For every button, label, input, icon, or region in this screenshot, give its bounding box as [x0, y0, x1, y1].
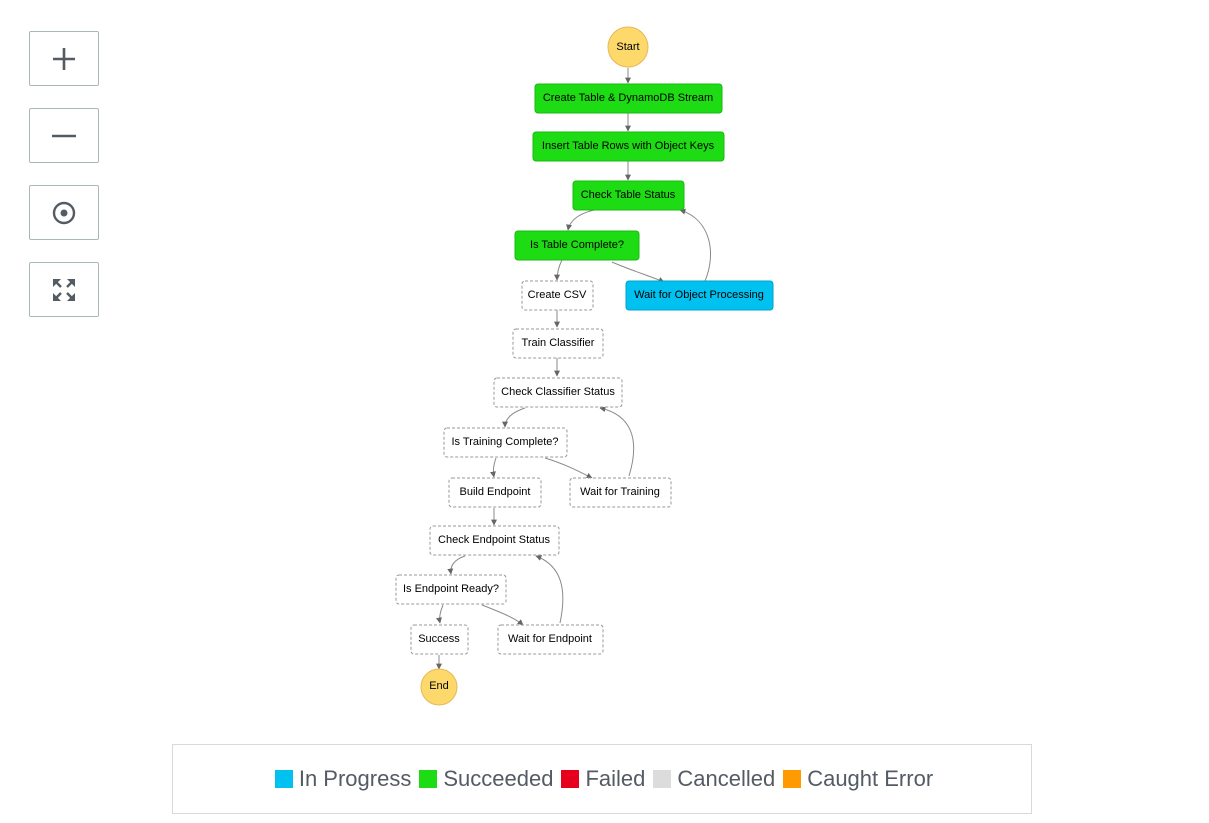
edge	[502, 407, 526, 428]
node-label: End	[429, 680, 449, 692]
legend-item-in-progress: In Progress	[271, 766, 412, 792]
legend-item-succeeded: Succeeded	[415, 766, 553, 792]
node-label: Wait for Object Processing	[634, 289, 764, 301]
state-wait-for-endpoint[interactable]: Wait for Endpoint	[497, 624, 604, 655]
edge	[447, 555, 466, 575]
edge	[679, 208, 711, 282]
node-label: Create CSV	[528, 289, 587, 301]
node-label: Create Table & DynamoDB Stream	[543, 92, 713, 104]
node-label: Wait for Endpoint	[508, 633, 592, 645]
state-is-training-complete[interactable]: Is Training Complete?	[443, 427, 568, 458]
legend-swatch	[561, 770, 580, 788]
edge	[490, 457, 497, 478]
edge	[566, 208, 601, 231]
edge	[554, 259, 563, 281]
zoom-in-button[interactable]	[29, 31, 99, 86]
state-check-endpoint-status[interactable]: Check Endpoint Status	[429, 525, 560, 556]
edge	[611, 261, 665, 283]
state-create-csv[interactable]: Create CSV	[521, 280, 594, 311]
legend-label: Succeeded	[443, 766, 554, 791]
edge	[535, 555, 564, 624]
node-label: Is Training Complete?	[452, 436, 559, 448]
node-label: Is Table Complete?	[530, 239, 624, 251]
node-label: Success	[418, 633, 460, 645]
legend-label: Caught Error	[807, 766, 934, 791]
edge	[481, 604, 524, 626]
edge	[599, 406, 635, 477]
node-label: Train Classifier	[522, 337, 595, 349]
minus-icon	[52, 134, 76, 137]
state-success[interactable]: Success	[410, 624, 469, 655]
node-label: Wait for Training	[580, 486, 660, 498]
edge	[544, 457, 593, 479]
target-icon	[52, 201, 76, 224]
graph-edges	[436, 68, 711, 670]
node-label: Insert Table Rows with Object Keys	[542, 140, 715, 152]
center-button[interactable]	[29, 185, 99, 240]
edge	[436, 604, 444, 624]
node-label: Check Endpoint Status	[438, 534, 550, 546]
start-node[interactable]: Start	[607, 26, 649, 68]
node-label: Check Classifier Status	[501, 386, 615, 398]
state-check-table-status[interactable]: Check Table Status	[572, 180, 685, 211]
node-label: Start	[616, 41, 639, 53]
legend-label: In Progress	[298, 766, 412, 791]
workflow-graph: Start End Create Table & DynamoDB Stream…	[395, 26, 774, 706]
node-label: Build Endpoint	[460, 486, 531, 498]
legend-item-cancelled: Cancelled	[649, 766, 775, 792]
status-legend: In Progress Succeeded Failed Cancelled C…	[172, 744, 1032, 814]
legend-swatch	[783, 770, 802, 788]
state-is-table-complete[interactable]: Is Table Complete?	[514, 230, 640, 261]
state-insert-rows[interactable]: Insert Table Rows with Object Keys	[532, 131, 725, 162]
state-is-endpoint-ready[interactable]: Is Endpoint Ready?	[395, 574, 507, 605]
state-build-endpoint[interactable]: Build Endpoint	[448, 477, 542, 508]
zoom-out-button[interactable]	[29, 108, 99, 163]
legend-label: Cancelled	[677, 766, 776, 791]
legend-swatch	[653, 770, 672, 788]
legend-item-failed: Failed	[557, 766, 645, 792]
state-train-classifier[interactable]: Train Classifier	[512, 328, 604, 359]
legend-label: Failed	[585, 766, 646, 791]
state-create-table[interactable]: Create Table & DynamoDB Stream	[534, 83, 723, 114]
state-wait-for-training[interactable]: Wait for Training	[569, 477, 672, 508]
end-node[interactable]: End	[420, 668, 458, 706]
expand-icon	[53, 278, 75, 301]
legend-swatch	[419, 770, 438, 788]
state-check-classifier-status[interactable]: Check Classifier Status	[493, 377, 623, 408]
state-wait-object-processing[interactable]: Wait for Object Processing	[625, 280, 774, 311]
fit-to-screen-button[interactable]	[29, 262, 99, 317]
plus-icon	[53, 47, 75, 70]
legend-item-caught-error: Caught Error	[779, 766, 933, 792]
node-label: Is Endpoint Ready?	[403, 583, 499, 595]
legend-swatch	[274, 770, 293, 788]
node-label: Check Table Status	[581, 189, 676, 201]
